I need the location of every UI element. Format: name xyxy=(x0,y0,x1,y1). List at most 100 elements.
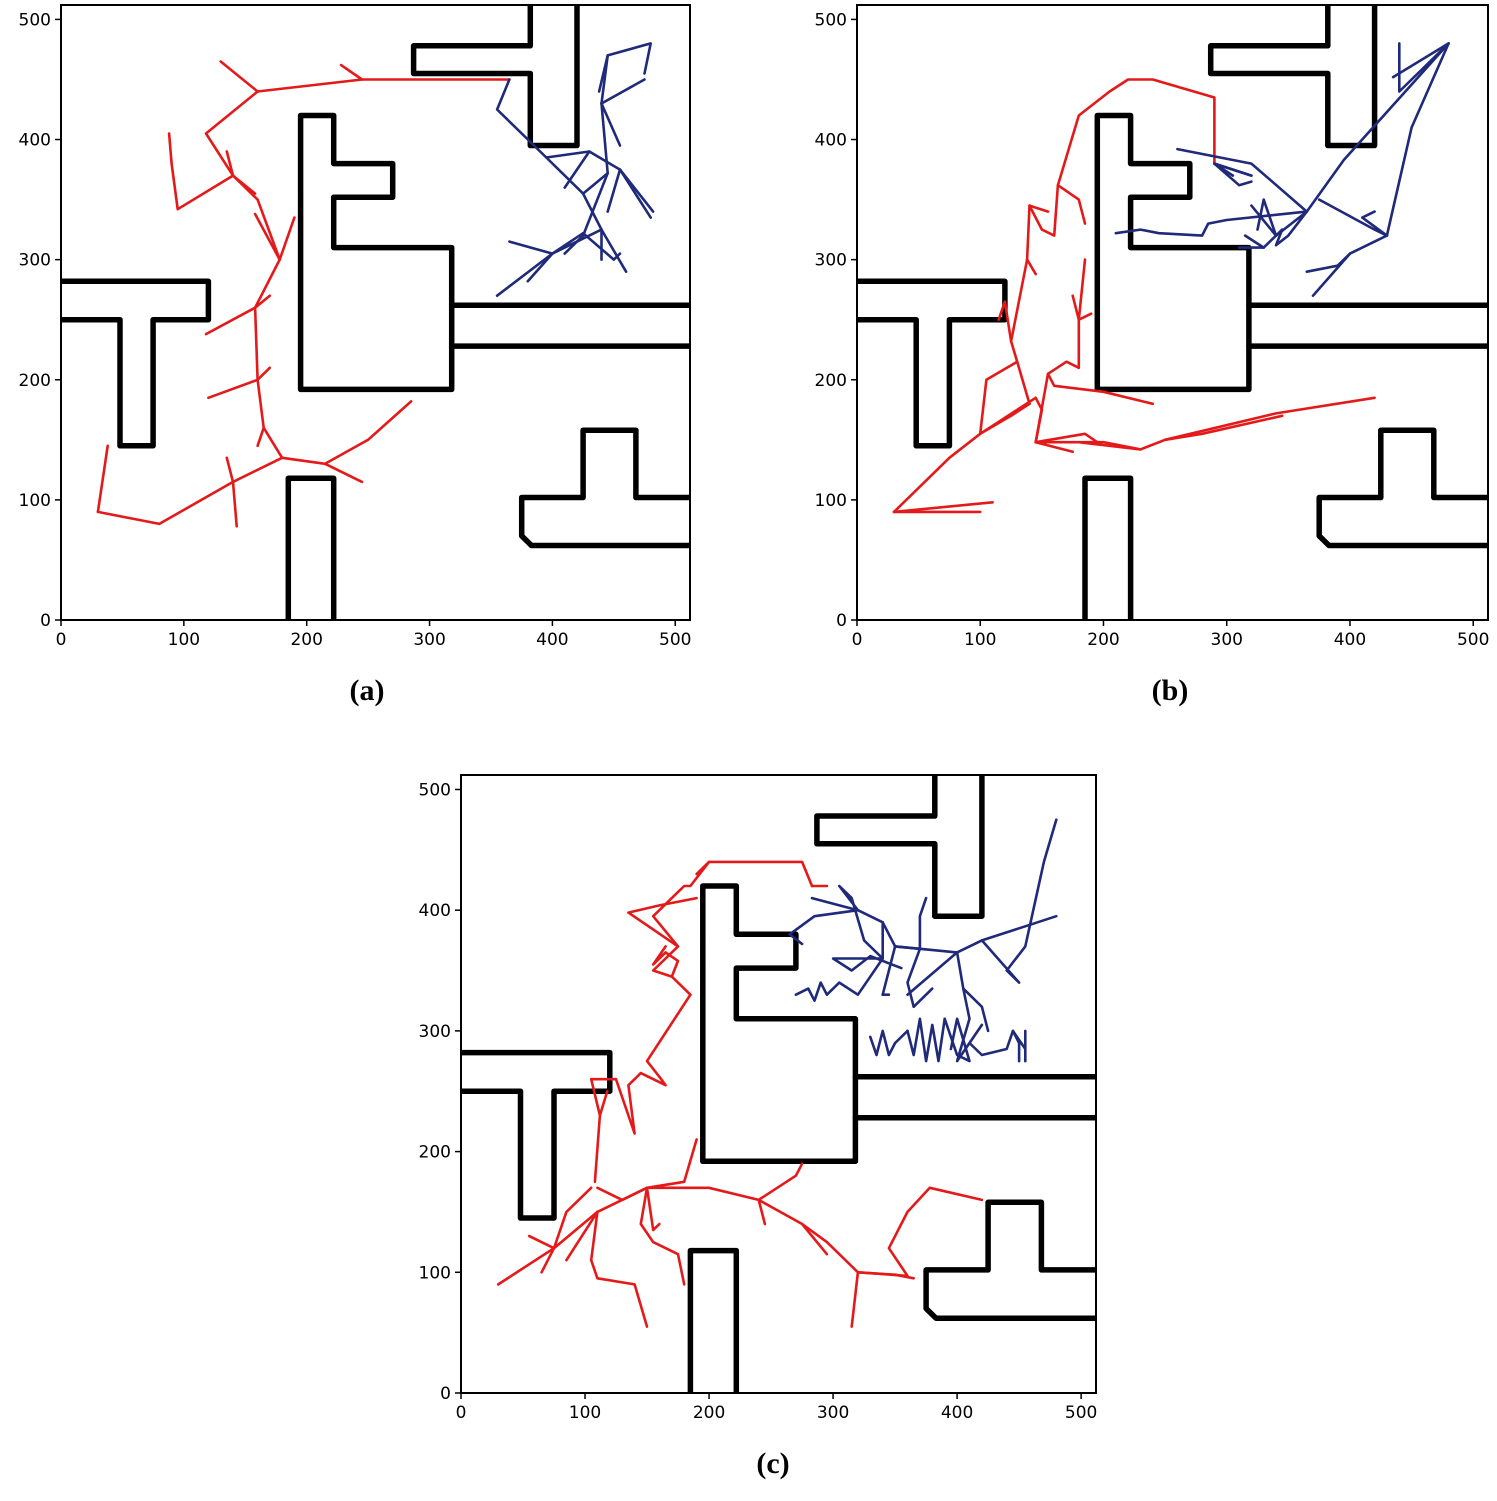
x-tick-label: 300 xyxy=(817,1403,849,1423)
start-tree-branch xyxy=(645,1138,698,1190)
goal-tree-branch xyxy=(600,102,622,147)
obstacle-wall xyxy=(814,775,985,919)
x-tick-label: 500 xyxy=(1457,630,1489,650)
plot-area xyxy=(61,5,690,620)
start-tree-branch xyxy=(1056,183,1087,225)
start-tree-branch xyxy=(527,1234,556,1250)
goal-tree-branch xyxy=(1213,162,1253,177)
obstacle-wall xyxy=(1207,5,1378,149)
start-tree-branch xyxy=(1077,312,1093,322)
obstacle-wall xyxy=(700,883,859,1165)
start-tree-branch xyxy=(651,945,680,978)
y-tick-label: 0 xyxy=(836,611,847,631)
goal-tree-branch xyxy=(918,896,928,951)
y-tick-label: 500 xyxy=(19,10,51,30)
x-tick-label: 300 xyxy=(1211,630,1243,650)
goal-tree-branch xyxy=(606,168,622,213)
plot-area xyxy=(461,775,1096,1393)
goal-tree-branch xyxy=(508,240,554,255)
goal-tree-branch xyxy=(581,231,622,261)
start-tree-branch xyxy=(256,366,272,382)
start-tree-branch xyxy=(757,1198,767,1226)
y-tick-label: 100 xyxy=(19,491,51,511)
y-tick-label: 200 xyxy=(419,1143,451,1163)
start-tree-branch xyxy=(850,1271,860,1328)
start-tree-branch xyxy=(253,294,272,310)
start-tree-branch xyxy=(225,456,235,484)
axes-frame xyxy=(460,774,1097,1394)
start-tree-branch xyxy=(204,306,257,336)
goal-tree-branch xyxy=(980,818,1058,984)
obstacle-wall xyxy=(285,475,337,620)
goal-tree-branch xyxy=(1176,42,1450,213)
x-tick-label: 0 xyxy=(56,630,67,650)
obstacle-wall xyxy=(687,1247,740,1393)
start-tree-branch xyxy=(997,300,1019,364)
y-tick-label: 400 xyxy=(815,131,847,151)
y-tick-label: 0 xyxy=(440,1384,451,1404)
obstacle-wall xyxy=(1082,475,1134,620)
obstacle-wall xyxy=(518,427,690,549)
start-tree-branch xyxy=(645,1186,661,1232)
x-tick-label: 400 xyxy=(536,630,568,650)
start-tree-branch xyxy=(598,1089,609,1117)
goal-tree-branch xyxy=(955,951,990,1033)
goal-tree-branch xyxy=(788,908,860,946)
start-tree-branch xyxy=(1028,204,1050,213)
goal-tree-branch xyxy=(1011,1029,1027,1063)
start-tree-branch xyxy=(651,860,814,997)
obstacle-wall xyxy=(923,1199,1096,1321)
y-tick-label: 200 xyxy=(815,371,847,391)
x-tick-label: 400 xyxy=(1334,630,1366,650)
goal-tree-branch xyxy=(1243,210,1309,249)
goal-tree-branch xyxy=(1114,210,1309,237)
x-tick-label: 200 xyxy=(1087,630,1119,650)
start-tree-branch xyxy=(496,1186,984,1286)
y-tick-label: 500 xyxy=(419,780,451,800)
y-tick-label: 200 xyxy=(19,371,51,391)
obstacle-wall xyxy=(1316,427,1488,549)
start-tree-branch xyxy=(231,480,238,528)
goal-tree-branch xyxy=(868,1029,909,1057)
goal-tree-branch xyxy=(597,54,610,93)
goal-tree-branch xyxy=(563,171,610,255)
goal-tree-branch xyxy=(600,42,653,175)
start-tree-branch xyxy=(1077,440,1142,451)
start-tree-branch xyxy=(219,60,259,93)
start-tree-branch xyxy=(639,1186,686,1286)
start-tree-branch xyxy=(627,896,698,948)
x-tick-label: 0 xyxy=(852,630,863,650)
goal-tree-branch xyxy=(600,228,628,274)
y-tick-label: 500 xyxy=(815,10,847,30)
y-tick-label: 300 xyxy=(19,251,51,271)
goal-tree-branch xyxy=(906,1017,947,1063)
start-tree-branch xyxy=(1046,372,1155,406)
x-tick-label: 400 xyxy=(941,1403,973,1423)
start-tree-branch xyxy=(589,1210,649,1328)
goal-tree-branch xyxy=(1256,198,1309,237)
start-tree-branch xyxy=(1034,440,1074,454)
x-tick-label: 300 xyxy=(413,630,445,650)
obstacle-wall xyxy=(297,112,455,393)
goal-tree-branch xyxy=(906,951,959,997)
plot-area xyxy=(857,5,1488,620)
panel-label: (b) xyxy=(1152,674,1189,707)
start-tree-branch xyxy=(978,360,1031,436)
start-tree-branch xyxy=(96,444,109,514)
obstacle-wall xyxy=(410,5,580,149)
obstacle-wall xyxy=(461,1049,613,1221)
y-tick-label: 0 xyxy=(40,611,51,631)
start-tree-branch xyxy=(1025,258,1037,276)
y-tick-label: 400 xyxy=(19,131,51,151)
start-tree-branch xyxy=(892,500,994,514)
goal-tree-branch xyxy=(544,156,610,195)
start-tree-branch xyxy=(596,1186,649,1202)
y-tick-label: 300 xyxy=(815,251,847,271)
goal-tree-branch xyxy=(794,957,885,1003)
panel-label: (c) xyxy=(756,1447,789,1480)
start-tree-branch xyxy=(757,1162,804,1202)
start-tree-branch xyxy=(800,1222,829,1256)
start-tree-branch xyxy=(1034,258,1087,444)
start-tree-branch xyxy=(207,378,259,400)
x-tick-label: 100 xyxy=(964,630,996,650)
